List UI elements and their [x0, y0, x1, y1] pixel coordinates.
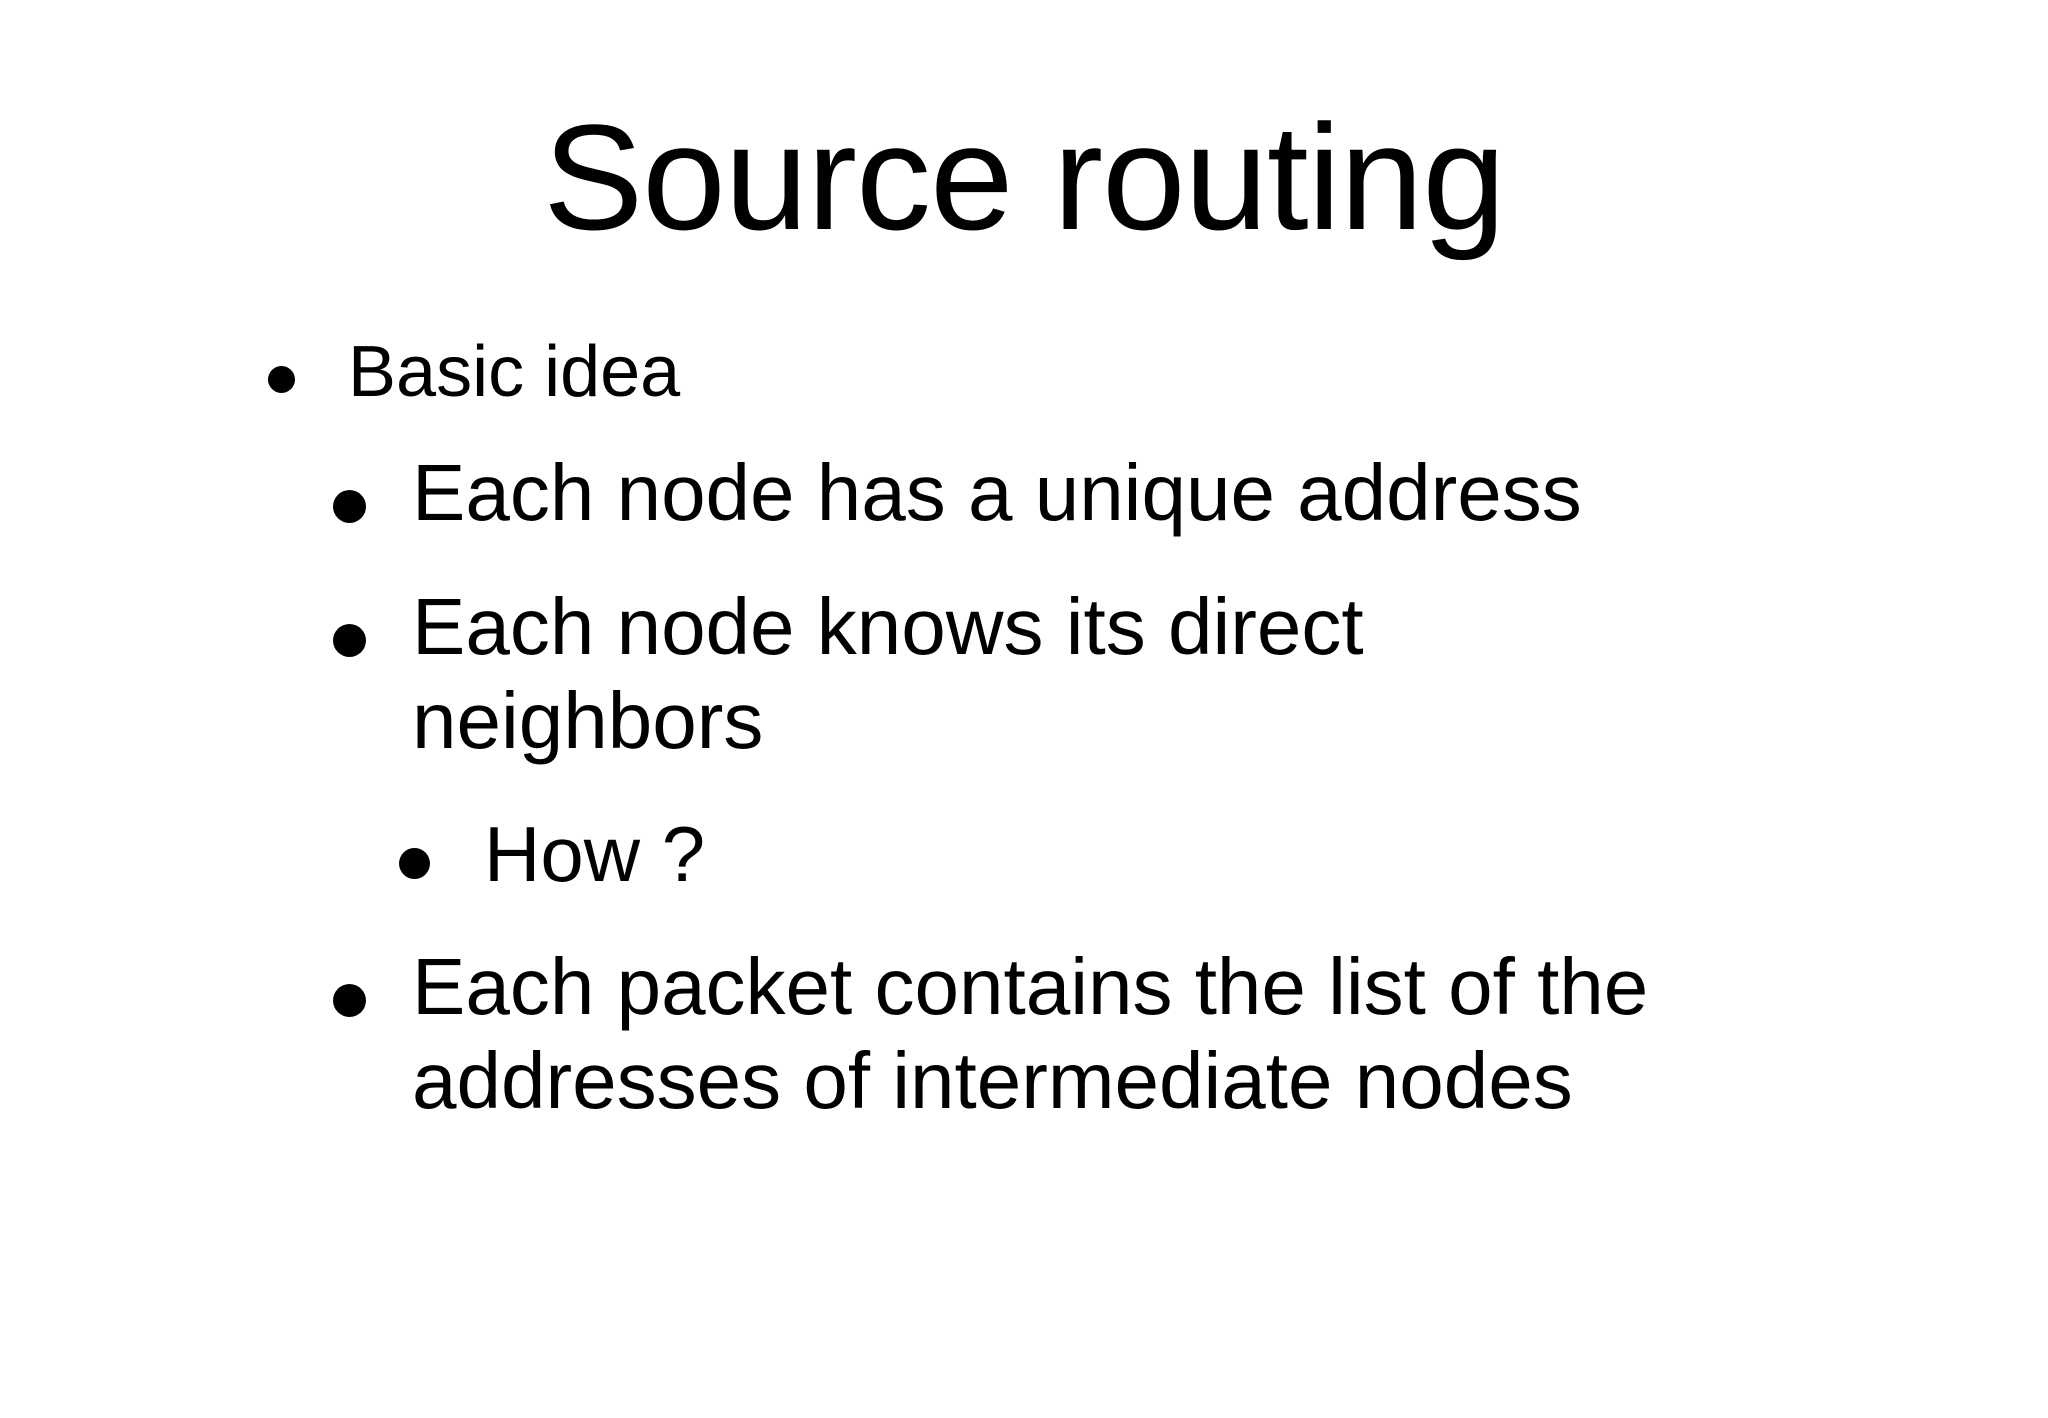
bullet-point-icon — [268, 366, 295, 393]
bullet-item-level2: Each packet contains the list of the add… — [0, 940, 2048, 1128]
bullet-item-level2: Each node knows its direct neighbors — [0, 580, 2048, 768]
bullet-item-level2: Each node has a unique address — [0, 446, 2048, 540]
bullet-point-icon — [333, 490, 366, 523]
spacer — [0, 924, 2048, 940]
slide-title: Source routing — [543, 93, 1506, 261]
bullet-text: Each node knows its direct neighbors — [412, 582, 1364, 765]
slide-body: Basic idea Each node has a unique addres… — [0, 330, 2048, 1152]
bullet-point-icon — [399, 848, 430, 879]
bullet-item-level3: How ? — [0, 808, 2048, 900]
spacer — [0, 792, 2048, 808]
bullet-text: Each node has a unique address — [412, 448, 1582, 537]
bullet-text: How ? — [484, 810, 706, 898]
spacer — [0, 564, 2048, 580]
spacer — [0, 436, 2048, 446]
bullet-point-icon — [333, 624, 366, 657]
bullet-item-level1: Basic idea — [0, 330, 2048, 414]
bullet-point-icon — [333, 984, 366, 1017]
bullet-text: Each packet contains the list of the add… — [412, 942, 1649, 1125]
bullet-text: Basic idea — [348, 332, 681, 412]
